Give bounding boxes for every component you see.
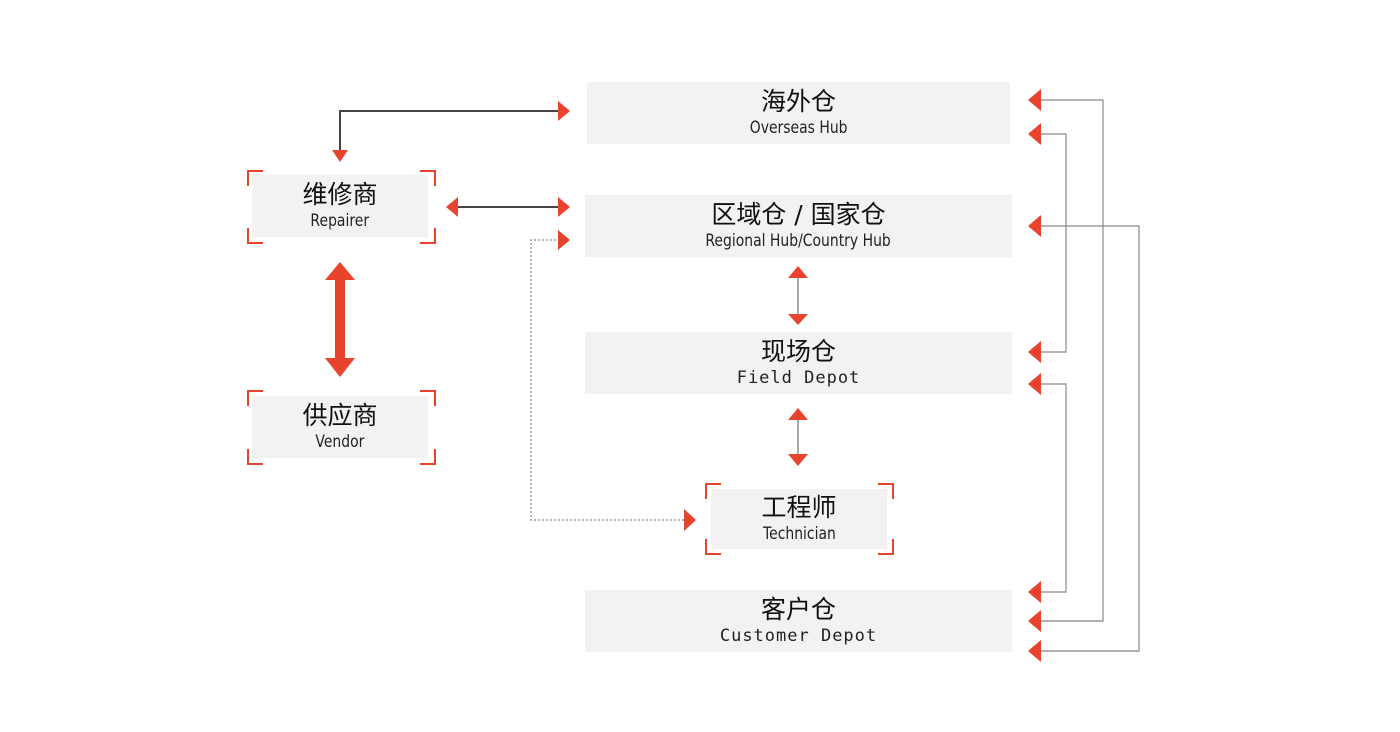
node-repairer: 维修商 Repairer [252,175,428,237]
connector-customer-overseas [1028,89,1104,632]
technician-bracket-tr [878,483,894,499]
repairer-bracket-bl [247,228,263,244]
node-overseas-hub-en: Overseas Hub [749,117,848,138]
vendor-bracket-bl [247,449,263,465]
connector-customer-regional [1028,215,1140,662]
technician-bracket-br [878,539,894,555]
node-vendor: 供应商 Vendor [252,396,428,458]
node-vendor-en: Vendor [315,431,365,452]
node-repairer-en: Repairer [310,210,370,231]
node-repairer-cn: 维修商 [302,179,378,209]
technician-bracket-bl [705,539,721,555]
vendor-bracket-br [420,449,436,465]
node-vendor-cn: 供应商 [302,400,378,430]
connector-repairer-overseas [332,101,570,162]
node-field-depot-en: Field Depot [736,367,861,388]
connector-repairer-regional [446,197,570,217]
node-customer-depot-cn: 客户仓 [760,594,836,624]
node-technician: 工程师 Technician [711,489,887,549]
connector-technician-regional [530,230,696,531]
repairer-bracket-tl [247,170,263,186]
technician-bracket-tl [705,483,721,499]
node-overseas-hub-cn: 海外仓 [760,86,836,116]
repairer-bracket-tr [420,170,436,186]
node-technician-cn: 工程师 [761,492,837,522]
node-regional-hub: 区域仓 / 国家仓 Regional Hub/Country Hub [585,195,1012,257]
node-customer-depot: 客户仓 Customer Depot [585,590,1012,652]
connector-customer-field [1028,373,1067,603]
connector-field-technician [788,408,808,466]
node-technician-en: Technician [762,523,836,544]
node-regional-hub-en: Regional Hub/Country Hub [705,230,892,251]
connector-repairer-vendor [325,262,355,377]
node-customer-depot-en: Customer Depot [719,625,878,646]
connector-field-overseas [1028,123,1067,363]
node-regional-hub-cn: 区域仓 / 国家仓 [711,199,886,229]
vendor-bracket-tl [247,390,263,406]
connector-regional-field [788,266,808,325]
vendor-bracket-tr [420,390,436,406]
node-field-depot-cn: 现场仓 [760,336,836,366]
node-field-depot: 现场仓 Field Depot [585,332,1012,394]
repairer-bracket-br [420,228,436,244]
node-overseas-hub: 海外仓 Overseas Hub [587,82,1010,144]
